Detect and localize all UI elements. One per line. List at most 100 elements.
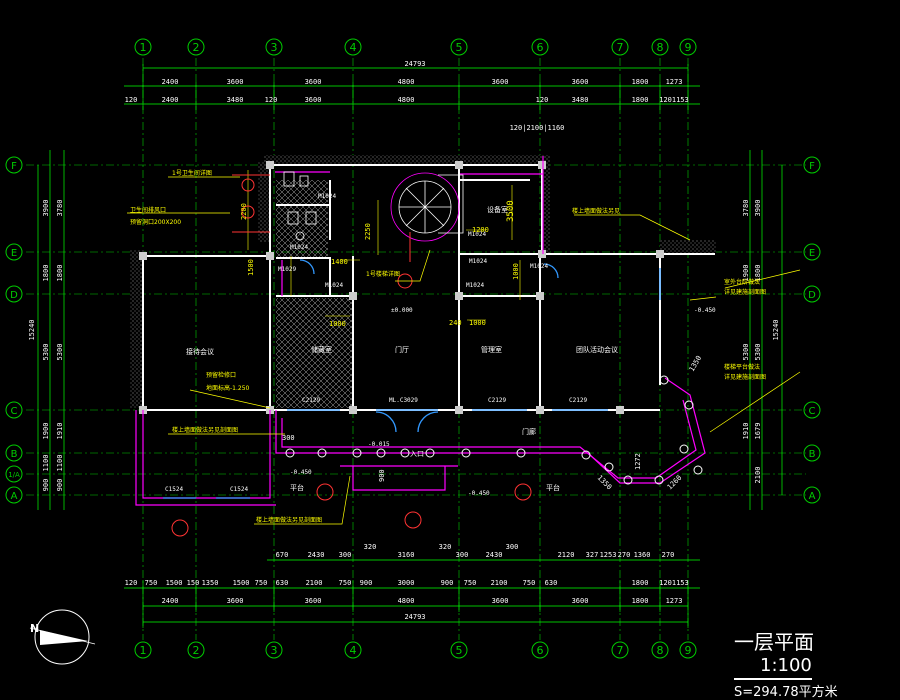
axis-col-8-top: 8 bbox=[657, 41, 664, 54]
label-porch: 门廊 bbox=[522, 427, 536, 436]
dim-top: 120 bbox=[536, 96, 549, 104]
dim-bottom: 3600 bbox=[572, 597, 589, 605]
dim-top: 1800 bbox=[632, 96, 649, 104]
note-toilet-detail: 1号卫生间详图 bbox=[172, 169, 212, 177]
axis-row-D-left: D bbox=[10, 290, 18, 301]
dim-top: 3480 bbox=[572, 96, 589, 104]
dim-left: 5300 bbox=[56, 344, 64, 361]
axis-row-C-right: C bbox=[809, 406, 816, 417]
note-wall-section-3: 楼上墙面做法另见 bbox=[572, 207, 620, 215]
misc-dim: 1500 bbox=[247, 259, 255, 276]
dim-top: 3480 bbox=[227, 96, 244, 104]
dim-left: 3900 bbox=[42, 200, 50, 217]
dim-bottom: 1253 bbox=[600, 551, 617, 559]
note-access: 预留检修口 bbox=[206, 371, 236, 379]
room-label-equipment: 设备室 bbox=[487, 205, 508, 214]
axis-col-7-bottom: 7 bbox=[617, 644, 624, 657]
note-reserved-hole: 预留洞口200X200 bbox=[130, 218, 181, 226]
dim-bottom: 3600 bbox=[227, 597, 244, 605]
dim-top: 3600 bbox=[305, 96, 322, 104]
tag-window: C2129 bbox=[488, 397, 506, 404]
dim-left: 900 bbox=[56, 479, 64, 492]
label-terrace-right: 平台 bbox=[546, 483, 560, 492]
note-floor-level: 地面标高-1.250 bbox=[206, 384, 250, 392]
dim-top: 2400 bbox=[162, 78, 179, 86]
dim-right: 1800 bbox=[754, 265, 762, 282]
dim-bottom: 630 bbox=[276, 579, 289, 587]
tag-door: M1024 bbox=[469, 258, 487, 265]
bottom-dimension-text: 670 2430 300 320 3160 320 300 2430 300 2… bbox=[125, 543, 689, 621]
axis-row-D-right: D bbox=[808, 290, 816, 301]
dim-bottom: 2120 bbox=[558, 551, 575, 559]
room-label-reception: 接待会议 bbox=[186, 347, 214, 356]
elevation-porch: -0.015 bbox=[368, 441, 390, 448]
elevation-right: -0.450 bbox=[694, 307, 716, 314]
dim-left: 1800 bbox=[56, 265, 64, 282]
dim-bottom: 120 bbox=[125, 579, 138, 587]
dim-left: 1910 bbox=[56, 423, 64, 440]
drawing-scale: 1:100 bbox=[760, 655, 812, 676]
axis-row-F-left: F bbox=[11, 161, 17, 172]
axis-col-6-bottom: 6 bbox=[537, 644, 544, 657]
dim-bottom: 750 bbox=[145, 579, 158, 587]
dim-right: 5300 bbox=[754, 344, 762, 361]
room-label-storage: 储藏室 bbox=[311, 345, 332, 354]
dim-bottom: 300 bbox=[456, 551, 469, 559]
axis-row-B-right: B bbox=[809, 449, 816, 460]
dim-bottom: 320 bbox=[364, 543, 377, 551]
dim-left: 1900 bbox=[42, 423, 50, 440]
column-axis-labels-bottom: 1 2 3 4 5 6 7 8 9 bbox=[140, 644, 692, 657]
dim-bottom: 750 bbox=[339, 579, 352, 587]
room-label-activity: 团队活动会议 bbox=[576, 345, 618, 354]
elevation-terrace-left: -0.450 bbox=[290, 469, 312, 476]
axis-row-F-right: F bbox=[809, 161, 815, 172]
dim-top: 120 bbox=[265, 96, 278, 104]
dim-bottom: 1360 bbox=[634, 551, 651, 559]
side-dimension-lines bbox=[37, 150, 783, 510]
misc-dim: 300 bbox=[282, 434, 295, 442]
axis-row-1A-left: 1/A bbox=[8, 471, 20, 479]
misc-dim: 240 bbox=[449, 319, 462, 327]
dim-bottom: 2400 bbox=[162, 597, 179, 605]
dim-bottom: 2430 bbox=[486, 551, 503, 559]
bottom-dimension-lines bbox=[124, 559, 700, 628]
note-steps-1: 室外台阶做法 bbox=[724, 278, 760, 286]
toilet-fixtures bbox=[283, 171, 317, 241]
dim-top: 3600 bbox=[572, 78, 589, 86]
annotation-leaders bbox=[127, 176, 801, 525]
tag-door: M1029 bbox=[278, 266, 296, 273]
axis-col-3-bottom: 3 bbox=[271, 644, 278, 657]
dim-top: 1201153 bbox=[659, 96, 689, 104]
column-axis-labels-top: 1 2 3 4 5 6 7 8 9 bbox=[140, 41, 692, 54]
misc-dim: 2250 bbox=[364, 223, 372, 240]
misc-dim: 1272 bbox=[634, 453, 642, 470]
axis-col-9-top: 9 bbox=[685, 41, 692, 54]
note-stair-detail: 1号楼梯详图 bbox=[366, 270, 400, 278]
dim-right: 5300 bbox=[742, 344, 750, 361]
dim-top: 3600 bbox=[305, 78, 322, 86]
axis-col-1-bottom: 1 bbox=[140, 644, 147, 657]
dim-bottom: 670 bbox=[276, 551, 289, 559]
axis-row-C-left: C bbox=[11, 406, 18, 417]
right-dimension-text: 15240 3900 1800 5300 1679 2100 3780 1900… bbox=[742, 200, 780, 484]
dim-top: 3600 bbox=[492, 78, 509, 86]
dim-bottom: 1500 bbox=[233, 579, 250, 587]
dim-bottom: 1800 bbox=[632, 579, 649, 587]
dim-bottom: 3000 bbox=[398, 579, 415, 587]
windows bbox=[163, 259, 661, 499]
top-dimension-lines bbox=[124, 64, 700, 110]
dim-right: 2100 bbox=[754, 467, 762, 484]
misc-dim: 1000 bbox=[512, 263, 520, 280]
note-wall-section-1: 楼上墙面做法另见剖面图 bbox=[172, 426, 238, 434]
axis-col-6-top: 6 bbox=[537, 41, 544, 54]
dim-top: 3600 bbox=[227, 78, 244, 86]
north-label: N bbox=[30, 622, 39, 635]
dim-left: 15240 bbox=[28, 319, 36, 340]
axis-row-A-left: A bbox=[11, 491, 18, 502]
drawing-area: S=294.78平方米 bbox=[734, 685, 838, 700]
porch-columns bbox=[285, 375, 703, 485]
tag-window: ML.C3029 bbox=[389, 397, 418, 404]
dim-bottom: 1800 bbox=[632, 597, 649, 605]
dim-bottom: 900 bbox=[441, 579, 454, 587]
